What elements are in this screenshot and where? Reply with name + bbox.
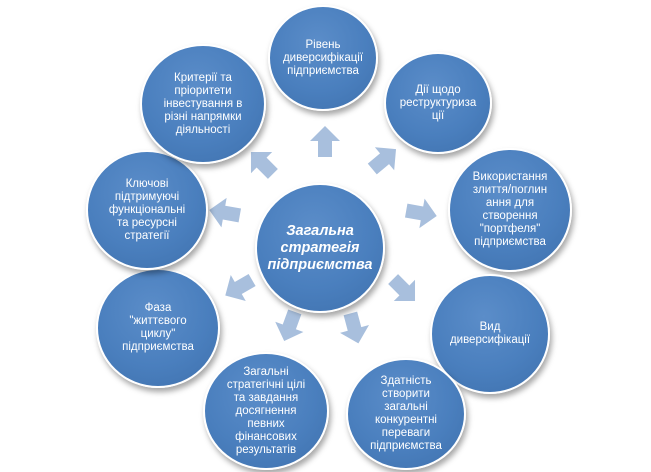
node-label: Фаза "життєвого циклу" підприємства (122, 302, 194, 353)
node-label: Вид диверсифікації (449, 321, 531, 346)
node-functional-strategies: Ключові підтримуючі функціональні та рес… (86, 150, 208, 270)
node-life-cycle-phase: Фаза "життєвого циклу" підприємства (96, 268, 220, 388)
node-label: Ключові підтримуючі функціональні та рес… (108, 177, 186, 242)
node-label: Критерії та пріоритети інвестування в рі… (163, 71, 243, 136)
node-label: Рівень диверсифікації підприємства (282, 38, 364, 77)
center-node: Загальна стратегія підприємства (255, 183, 385, 313)
node-competitive-advantage: Здатність створити загальні конкурентні … (346, 358, 466, 470)
arrow-up (310, 126, 340, 157)
node-label: Використання злиття/поглин ання для ство… (472, 171, 548, 248)
node-mergers-portfolio: Використання злиття/поглин ання для ство… (448, 148, 572, 272)
node-restructuring: Дії щодо реструктуриза ції (384, 52, 492, 154)
arrow-right-upper (404, 198, 437, 229)
arrow-up-left (250, 151, 278, 179)
node-diversification-type: Вид диверсифікації (430, 274, 550, 394)
arrow-down-right (340, 311, 370, 344)
node-strategic-goals: Загальні стратегічні цілі та завдання до… (203, 352, 329, 470)
arrow-right-lower (388, 274, 416, 302)
node-investment-criteria: Критерії та пріоритети інвестування в рі… (140, 44, 266, 164)
center-label: Загальна стратегія підприємства (267, 222, 373, 273)
node-label: Загальні стратегічні цілі та завдання до… (226, 365, 306, 456)
node-label: Дії щодо реструктуриза ції (399, 83, 477, 122)
arrow-up-right (367, 147, 397, 175)
arrow-left-upper (209, 197, 242, 228)
node-label: Здатність створити загальні конкурентні … (370, 375, 442, 452)
node-diversification-level: Рівень диверсифікації підприємства (268, 5, 378, 111)
arrow-down-left (275, 309, 304, 341)
arrow-left-lower (225, 273, 256, 301)
